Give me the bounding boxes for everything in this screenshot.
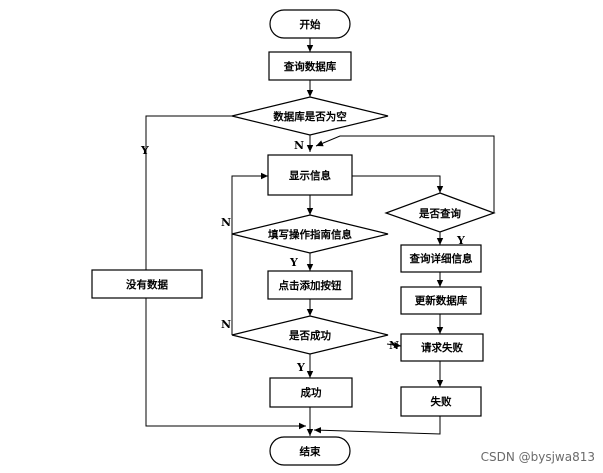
edge-empty-nodata (145, 115, 232, 270)
db-empty-label: 数据库是否为空 (272, 110, 347, 123)
label-db-empty-no: N (294, 139, 304, 152)
edge-nodata-end (145, 298, 306, 430)
edge-issuccess-fail (386, 341, 402, 349)
no-data-node: 没有数据 (91, 269, 203, 299)
edge-show-isquery (352, 175, 444, 193)
fail-node: 失败 (400, 386, 482, 417)
edge-isquery-loop (315, 135, 495, 213)
label-success-no-right: N (389, 339, 399, 352)
start-node: 开始 (269, 9, 351, 39)
label-fill-no: N (221, 216, 231, 229)
watermark: CSDN @bysjwa813 (481, 450, 595, 464)
query-detail-node: 查询详细信息 (400, 244, 482, 273)
update-db-label: 更新数据库 (415, 294, 468, 307)
label-success-yes: Y (296, 361, 305, 374)
is-success-decision: 是否成功 (231, 315, 389, 355)
label-query-yes: Y (456, 234, 465, 247)
edge-fill-loop (231, 172, 268, 234)
request-fail-label: 请求失败 (421, 341, 463, 354)
query-db-label: 查询数据库 (283, 60, 337, 73)
label-db-empty-yes: Y (140, 144, 149, 157)
edge-fail-end (313, 416, 441, 435)
is-query-decision: 是否查询 (384, 192, 496, 233)
success-label: 成功 (301, 386, 322, 399)
label-fill-yes: Y (289, 256, 298, 269)
query-db-node: 查询数据库 (268, 51, 352, 81)
no-data-label: 没有数据 (126, 278, 168, 291)
fill-info-decision: 填写操作指南信息 (231, 214, 389, 254)
update-db-node: 更新数据库 (400, 286, 482, 315)
is-success-label: 是否成功 (288, 329, 331, 342)
db-empty-decision: 数据库是否为空 (231, 96, 389, 136)
click-add-label: 点击添加按钮 (279, 279, 342, 292)
end-label: 结束 (300, 445, 321, 458)
label-success-no-loop: N (221, 318, 231, 331)
fill-info-label: 填写操作指南信息 (268, 228, 352, 241)
start-label: 开始 (300, 18, 321, 31)
connectors (145, 38, 495, 436)
show-info-node: 显示信息 (267, 154, 353, 196)
show-info-label: 显示信息 (289, 169, 331, 182)
request-fail-node: 请求失败 (400, 333, 484, 362)
edge-labels: Y N N Y N Y N Y (140, 139, 465, 374)
success-node: 成功 (269, 377, 353, 408)
click-add-node: 点击添加按钮 (267, 270, 353, 300)
end-node: 结束 (269, 436, 351, 466)
is-query-label: 是否查询 (418, 207, 461, 220)
query-detail-label: 查询详细信息 (409, 252, 473, 265)
fail-label: 失败 (431, 395, 452, 408)
